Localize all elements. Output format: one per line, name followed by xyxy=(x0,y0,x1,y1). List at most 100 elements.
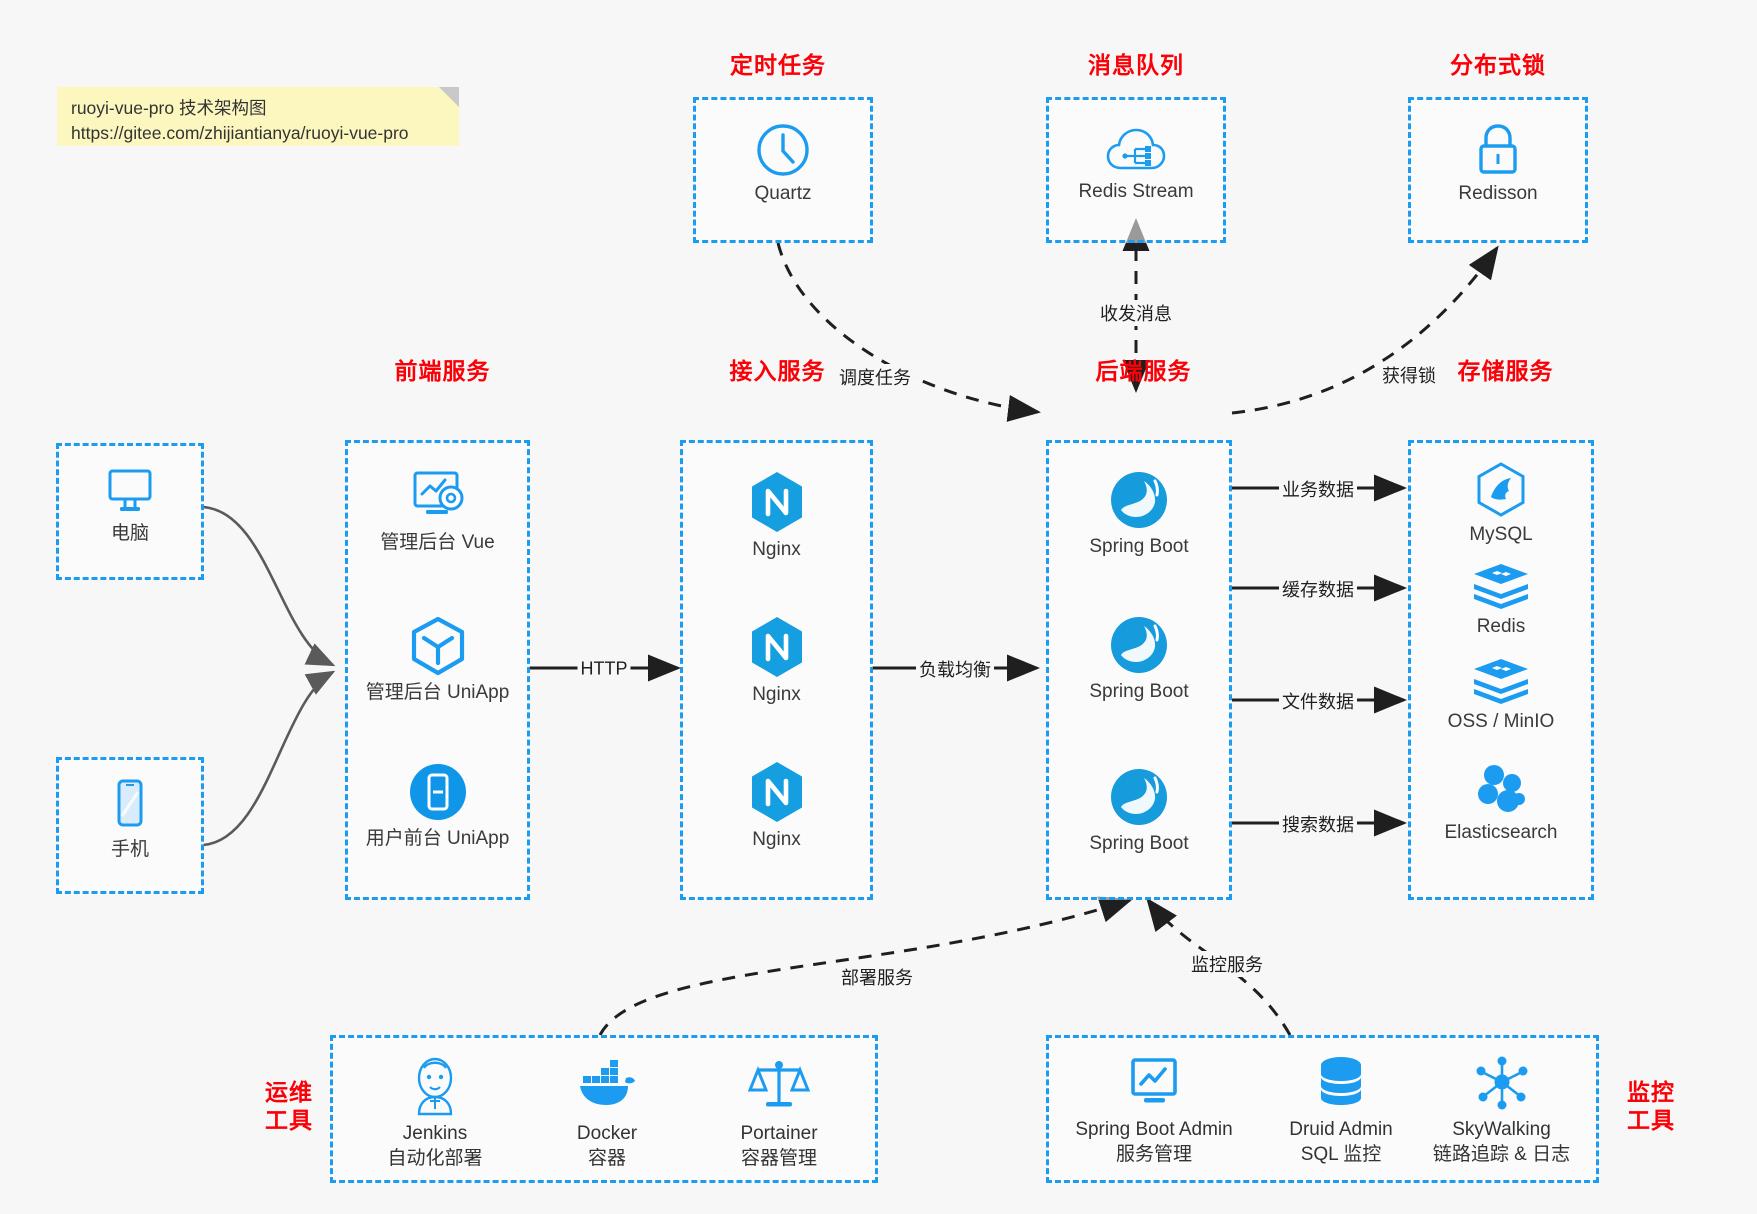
edge-label-http: HTTP xyxy=(577,658,631,680)
node-label: Jenkins xyxy=(402,1123,468,1144)
edge-label-lock: 获得锁 xyxy=(1379,362,1439,388)
edge-label-cache-data: 缓存数据 xyxy=(1279,576,1357,602)
cloud-stream-icon xyxy=(1106,128,1166,170)
group-box-pc: 电脑 xyxy=(56,443,204,580)
node-elasticsearch[interactable]: Elasticsearch xyxy=(1411,761,1591,845)
group-box-backend: Spring Boot Spring Boot Spring Boot xyxy=(1046,440,1232,900)
edge-label-biz-data: 业务数据 xyxy=(1279,476,1357,502)
cube-icon xyxy=(411,616,464,676)
node-label: MySQL xyxy=(1469,524,1533,545)
node-label: Redis xyxy=(1476,616,1526,637)
edge-label-schedule-task: 调度任务 xyxy=(836,364,914,390)
note-line-title: ruoyi-vue-pro 技术架构图 xyxy=(71,98,267,118)
node-label: Redis Stream xyxy=(1078,181,1194,202)
note-fold-corner xyxy=(439,87,459,107)
node-druid-admin[interactable]: Druid Admin SQL 监控 xyxy=(1261,1054,1421,1167)
node-docker[interactable]: Docker 容器 xyxy=(527,1054,687,1171)
group-title-monitor: 监控 工具 xyxy=(1620,1078,1682,1134)
node-oss-minio[interactable]: OSS / MinIO xyxy=(1411,656,1591,734)
database-stack-icon xyxy=(1321,1057,1361,1105)
node-portainer[interactable]: Portainer 容器管理 xyxy=(699,1054,859,1171)
clock-icon xyxy=(757,124,809,176)
skywalking-icon xyxy=(1476,1056,1527,1110)
node-sublabel: SQL 监控 xyxy=(1300,1143,1382,1165)
node-label: Nginx xyxy=(752,829,801,850)
desktop-icon xyxy=(108,469,152,511)
padlock-icon xyxy=(1479,124,1517,174)
node-sublabel: 服务管理 xyxy=(1115,1143,1192,1165)
node-label: 电脑 xyxy=(110,523,149,544)
nginx-icon xyxy=(751,472,802,532)
group-box-gateway: Nginx Nginx Nginx xyxy=(680,440,873,900)
node-nginx-2[interactable]: Nginx xyxy=(683,615,870,707)
spring-boot-icon xyxy=(1111,472,1167,528)
node-label: Spring Boot xyxy=(1089,536,1189,557)
node-spring-boot-admin[interactable]: Spring Boot Admin 服务管理 xyxy=(1059,1054,1249,1167)
group-title-backend: 后端服务 xyxy=(1095,358,1192,384)
group-box-devops: Jenkins 自动化部署 Docker 容器 xyxy=(330,1035,878,1183)
node-redisson[interactable]: Redisson xyxy=(1411,122,1585,206)
smartphone-icon xyxy=(117,779,143,827)
node-skywalking[interactable]: SkyWalking 链路追踪 & 日志 xyxy=(1409,1054,1594,1167)
node-label: Spring Boot Admin xyxy=(1075,1119,1233,1140)
node-label: Quartz xyxy=(754,183,812,204)
node-admin-vue[interactable]: 管理后台 Vue xyxy=(348,467,527,555)
node-redis-stream[interactable]: Redis Stream xyxy=(1049,124,1223,204)
elasticsearch-icon xyxy=(1478,765,1525,812)
oss-minio-icon xyxy=(1474,659,1528,704)
node-quartz[interactable]: Quartz xyxy=(696,122,870,206)
node-sublabel: 容器 xyxy=(587,1147,626,1169)
edge-label-search-data: 搜索数据 xyxy=(1279,811,1357,837)
mysql-icon xyxy=(1477,462,1525,517)
wire-acquire-lock xyxy=(1231,245,1499,415)
node-label: Docker xyxy=(576,1123,638,1144)
group-title-monitor-line1: 监控 xyxy=(1627,1079,1675,1105)
node-label: Spring Boot xyxy=(1089,681,1189,702)
group-title-mq: 消息队列 xyxy=(1088,52,1184,78)
node-label: Spring Boot xyxy=(1089,833,1189,854)
node-user-uniapp[interactable]: 用户前台 UniApp xyxy=(348,761,527,851)
node-nginx-1[interactable]: Nginx xyxy=(683,470,870,562)
node-spring-boot-3[interactable]: Spring Boot xyxy=(1049,766,1229,856)
edge-label-monitor-service: 监控服务 xyxy=(1188,951,1266,977)
nginx-icon xyxy=(751,617,802,677)
group-title-storage: 存储服务 xyxy=(1457,358,1554,384)
note-line-url: https://gitee.com/zhijiantianya/ruoyi-vu… xyxy=(71,123,409,144)
group-box-lock: Redisson xyxy=(1408,97,1588,243)
node-sublabel: 容器管理 xyxy=(740,1147,817,1169)
group-title-frontend: 前端服务 xyxy=(394,358,491,384)
node-spring-boot-1[interactable]: Spring Boot xyxy=(1049,469,1229,559)
redis-icon xyxy=(1474,564,1528,609)
group-title-devops: 运维 工具 xyxy=(258,1078,320,1134)
group-title-devops-line1: 运维 xyxy=(265,1079,313,1105)
node-label: Nginx xyxy=(752,539,801,560)
edge-label-deploy-service: 部署服务 xyxy=(838,964,916,990)
group-title-scheduler: 定时任务 xyxy=(730,52,826,78)
spring-boot-icon xyxy=(1111,617,1167,673)
group-box-monitor: Spring Boot Admin 服务管理 Druid Admin SQL 监… xyxy=(1046,1035,1599,1183)
node-mobile[interactable]: 手机 xyxy=(59,778,201,862)
dashboard-gear-icon xyxy=(413,471,463,514)
node-nginx-3[interactable]: Nginx xyxy=(683,760,870,852)
group-box-scheduler: Quartz xyxy=(693,97,873,243)
node-spring-boot-2[interactable]: Spring Boot xyxy=(1049,614,1229,704)
node-label: 管理后台 UniApp xyxy=(365,682,510,703)
node-label: Redisson xyxy=(1458,183,1538,204)
node-sublabel: 自动化部署 xyxy=(387,1147,483,1169)
node-jenkins[interactable]: Jenkins 自动化部署 xyxy=(355,1054,515,1171)
nginx-icon xyxy=(751,762,802,822)
node-pc[interactable]: 电脑 xyxy=(59,464,201,546)
node-label: Nginx xyxy=(752,684,801,705)
monitor-chart-icon xyxy=(1131,1058,1177,1103)
node-label: 管理后台 Vue xyxy=(380,532,495,553)
node-redis[interactable]: Redis xyxy=(1411,561,1591,639)
group-box-frontend: 管理后台 Vue 管理后台 UniApp 用户前台 UniApp xyxy=(345,440,530,900)
jenkins-icon xyxy=(417,1057,453,1116)
node-label: OSS / MinIO xyxy=(1447,711,1555,732)
node-admin-uniapp[interactable]: 管理后台 UniApp xyxy=(348,615,527,705)
node-mysql[interactable]: MySQL xyxy=(1411,461,1591,547)
group-title-monitor-line2: 工具 xyxy=(1627,1107,1675,1134)
node-label: SkyWalking xyxy=(1452,1119,1551,1140)
docker-icon xyxy=(580,1060,635,1105)
